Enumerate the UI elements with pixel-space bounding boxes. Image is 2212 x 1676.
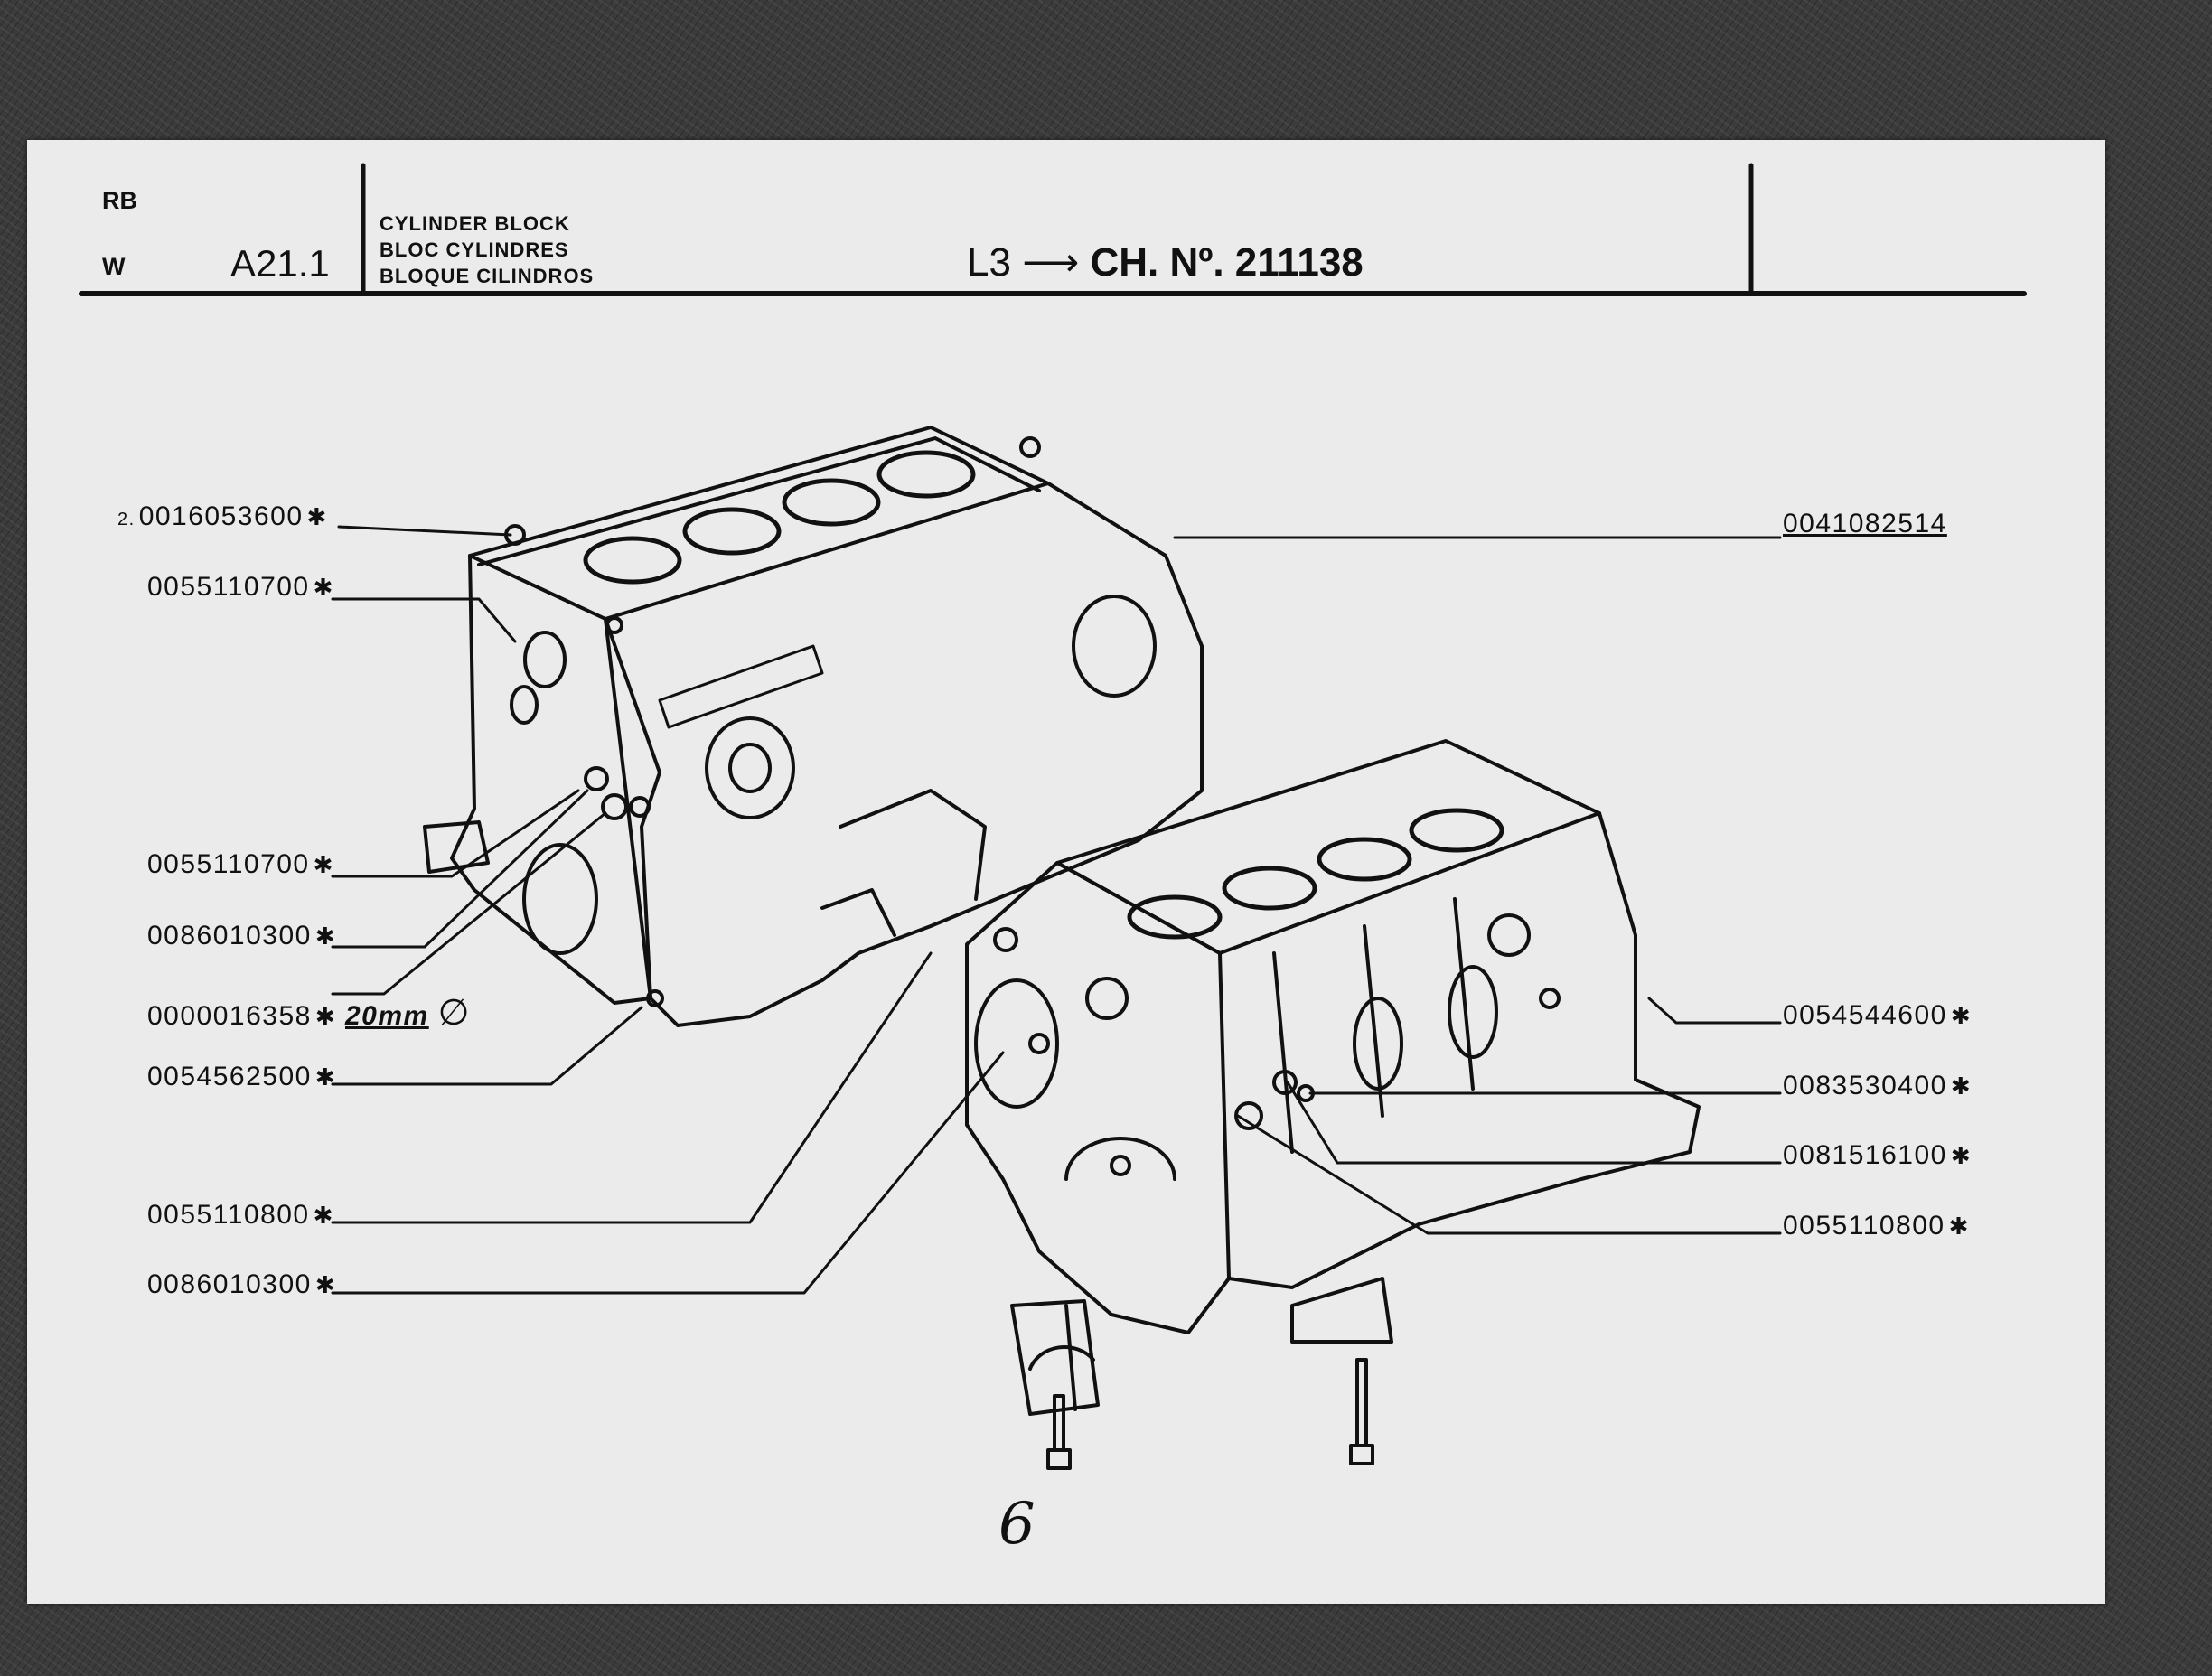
title-fr: BLOC CYLINDRES (380, 239, 569, 261)
callout-0055110800-left: 0055110800✱ (147, 1200, 334, 1231)
part-number: 0055110800 (1783, 1211, 1945, 1241)
chassis-number: CH. Nº. 211138 (1090, 240, 1364, 285)
part-number: 0055110800 (147, 1200, 310, 1230)
part-number: 0000016358 (147, 1001, 312, 1031)
asterisk-icon: ✱ (313, 1202, 334, 1229)
part-number: 0083530400 (1783, 1071, 1947, 1100)
leader-line (331, 597, 517, 643)
exploded-view-drawing (79, 163, 2027, 1470)
part-number: 0086010300 (147, 1269, 312, 1299)
asterisk-icon: ✱ (314, 1003, 337, 1030)
chassis-range: L3 ⟶ CH. Nº. 211138 (967, 239, 1364, 286)
callout-qty: 2. (117, 510, 136, 529)
header-rb: RB (102, 187, 137, 214)
asterisk-icon: ✱ (313, 851, 334, 878)
part-number: 0055110700 (147, 572, 310, 602)
title-en: CYLINDER BLOCK (380, 212, 570, 235)
leader-line (331, 789, 589, 949)
leader-line (1286, 1081, 1782, 1165)
asterisk-icon: ✱ (1950, 1002, 1973, 1029)
bearing-cap-bolt-right (1349, 1358, 1374, 1465)
callout-0054562500: 0054562500✱ (147, 1062, 336, 1092)
part-number: 0086010300 (147, 921, 312, 950)
diameter-icon: ∅ (437, 993, 471, 1033)
part-number: 0054544600 (1783, 1000, 1947, 1030)
cylinder-block-lower (965, 739, 1701, 1344)
section-code: A21.1 (230, 242, 330, 285)
asterisk-icon: ✱ (1948, 1213, 1970, 1240)
leader-line (1647, 997, 1782, 1025)
part-number: 0055110700 (147, 849, 310, 879)
page-number: 6 (998, 1491, 1036, 1558)
leader-line (331, 951, 933, 1224)
asterisk-icon: ✱ (313, 574, 334, 601)
arrow-right-icon: ⟶ (1022, 240, 1080, 285)
callout-0000016358: 0000016358✱ 20mm ∅ (147, 992, 471, 1034)
leader-line (1236, 1114, 1782, 1235)
callout-0081516100: 0081516100✱ (1783, 1140, 1972, 1171)
title-es: BLOQUE CILINDROS (380, 265, 595, 287)
callout-0054544600: 0054544600✱ (1783, 1000, 1972, 1031)
callout-0086010300-bottom: 0086010300✱ (147, 1269, 336, 1300)
callout-0086010300-left: 0086010300✱ (147, 921, 336, 951)
part-number: 0054562500 (147, 1062, 312, 1091)
size-note: 20mm (345, 1001, 429, 1031)
main-bearing-cap (1010, 1299, 1100, 1416)
leader-line (331, 811, 607, 996)
callout-0055110700-mid: 0055110700✱ (147, 849, 334, 880)
asterisk-icon: ✱ (314, 1271, 337, 1298)
header-w: W (102, 253, 126, 280)
asterisk-icon: ✱ (314, 922, 337, 950)
callout-0083530400: 0083530400✱ (1783, 1071, 1972, 1101)
leader-line (331, 789, 580, 878)
asterisk-icon: ✱ (306, 503, 328, 530)
chassis-prefix: L3 (967, 240, 1011, 285)
callout-0055110700-top: 0055110700✱ (147, 572, 334, 603)
asterisk-icon: ✱ (314, 1063, 337, 1091)
bearing-cap-bolt-left (1046, 1394, 1072, 1470)
asterisk-icon: ✱ (1950, 1142, 1973, 1169)
leader-line (331, 1051, 1005, 1295)
leader-line (337, 525, 512, 537)
leader-line (331, 1006, 643, 1086)
callout-0016053600: 2.0016053600✱ (117, 501, 328, 532)
asterisk-icon: ✱ (1950, 1072, 1973, 1100)
part-number: 0016053600 (138, 501, 304, 531)
callout-0041082514: 0041082514 (1783, 509, 1947, 539)
callout-0055110800-right: 0055110800✱ (1783, 1211, 1970, 1241)
part-number: 0081516100 (1783, 1140, 1947, 1170)
leader-lines (331, 525, 1782, 1295)
cylinder-block-upper (423, 426, 1204, 1027)
part-number: 0041082514 (1783, 509, 1947, 538)
parts-catalog-sheet: RB W A21.1 CYLINDER BLOCK BLOC CYLINDRES… (27, 140, 2105, 1604)
